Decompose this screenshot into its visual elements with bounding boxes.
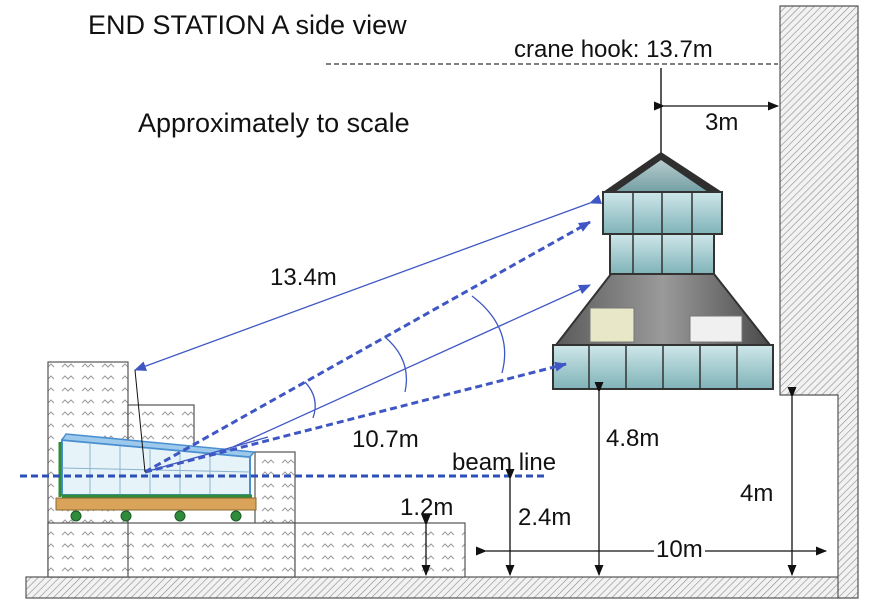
right-wall [779,5,859,599]
diagram-title: END STATION A side view [88,10,407,40]
ray-lines [134,194,603,474]
diagram-subtitle: Approximately to scale [138,108,410,138]
beam-line-label: beam line [452,449,557,476]
near-distance-label: 10.7m [352,426,419,453]
block-height-label: 1.2m [400,494,454,521]
detector-stack [552,68,774,390]
beam-height-label: 2.4m [516,504,574,531]
wall-gap-label: 3m [705,109,739,136]
floor-slab [25,576,841,599]
crane-hook-label: crane hook: 13.7m [512,36,715,63]
slant-distance-label: 13.4m [270,264,337,291]
detector-height-label: 4.8m [604,425,662,452]
floor-length-label: 10m [654,536,705,563]
wall-ledge-height-label: 4m [738,480,776,507]
cart-wheels [70,510,242,522]
